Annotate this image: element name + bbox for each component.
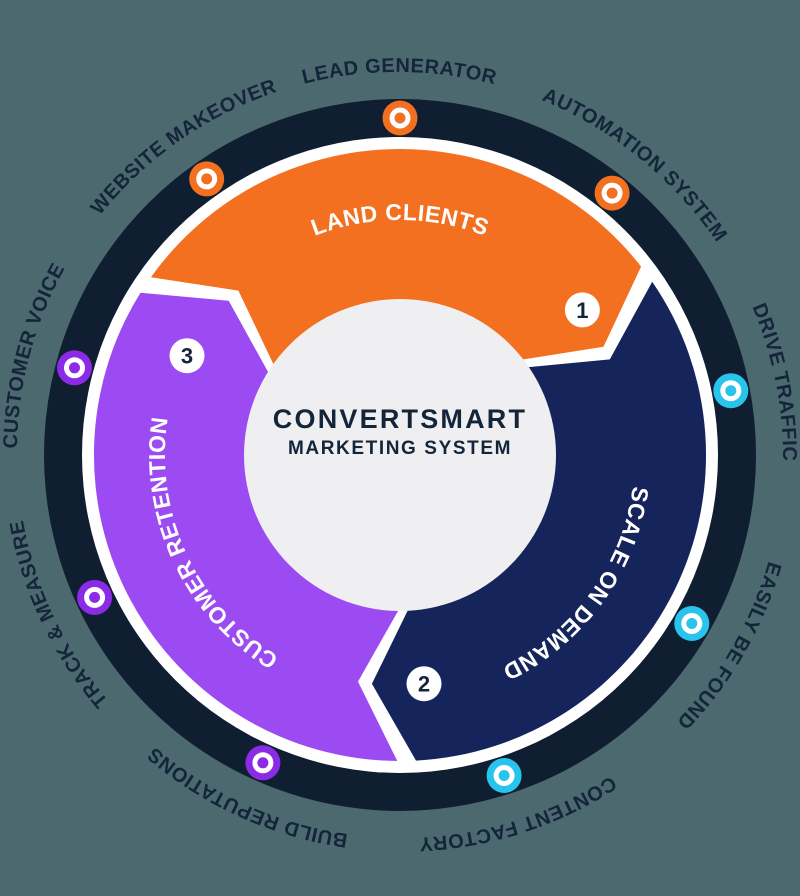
segment-customer-retention [93,292,399,761]
badge-circle [406,666,442,702]
dot-center [606,187,618,199]
badge-number: 1 [576,298,588,323]
step-badge-1: 1 [564,292,600,328]
dot-center [725,385,737,397]
badge-number: 2 [418,672,430,697]
badge-circle [564,292,600,328]
dot-center [201,173,213,185]
center-title: CONVERTSMART [273,404,527,434]
badge-circle [169,338,205,374]
marker-lead-generator-icon [382,100,418,136]
marker-automation-system-icon [594,175,630,211]
step-badge-3: 3 [169,338,205,374]
dot-center [257,757,269,769]
marker-drive-traffic-icon [713,373,749,409]
dot-center [69,362,80,374]
marker-build-reputations-icon [245,745,281,781]
marker-easily-be-found-icon [674,606,710,641]
segment-land-clients [150,149,642,365]
marker-content-factory-icon [486,758,522,793]
dot-center [89,591,101,603]
dot-center [498,770,510,781]
marker-website-makeover-icon [189,161,225,197]
center-circle [244,299,556,611]
center-subtitle: MARKETING SYSTEM [288,438,512,459]
dot-center [394,112,406,124]
badge-number: 3 [181,344,193,369]
marker-customer-voice-icon [57,350,92,386]
step-badge-2: 2 [406,666,442,702]
dot-center [686,618,698,629]
segment-scale-on-demand [371,281,707,761]
marker-track-measure-icon [77,579,113,615]
